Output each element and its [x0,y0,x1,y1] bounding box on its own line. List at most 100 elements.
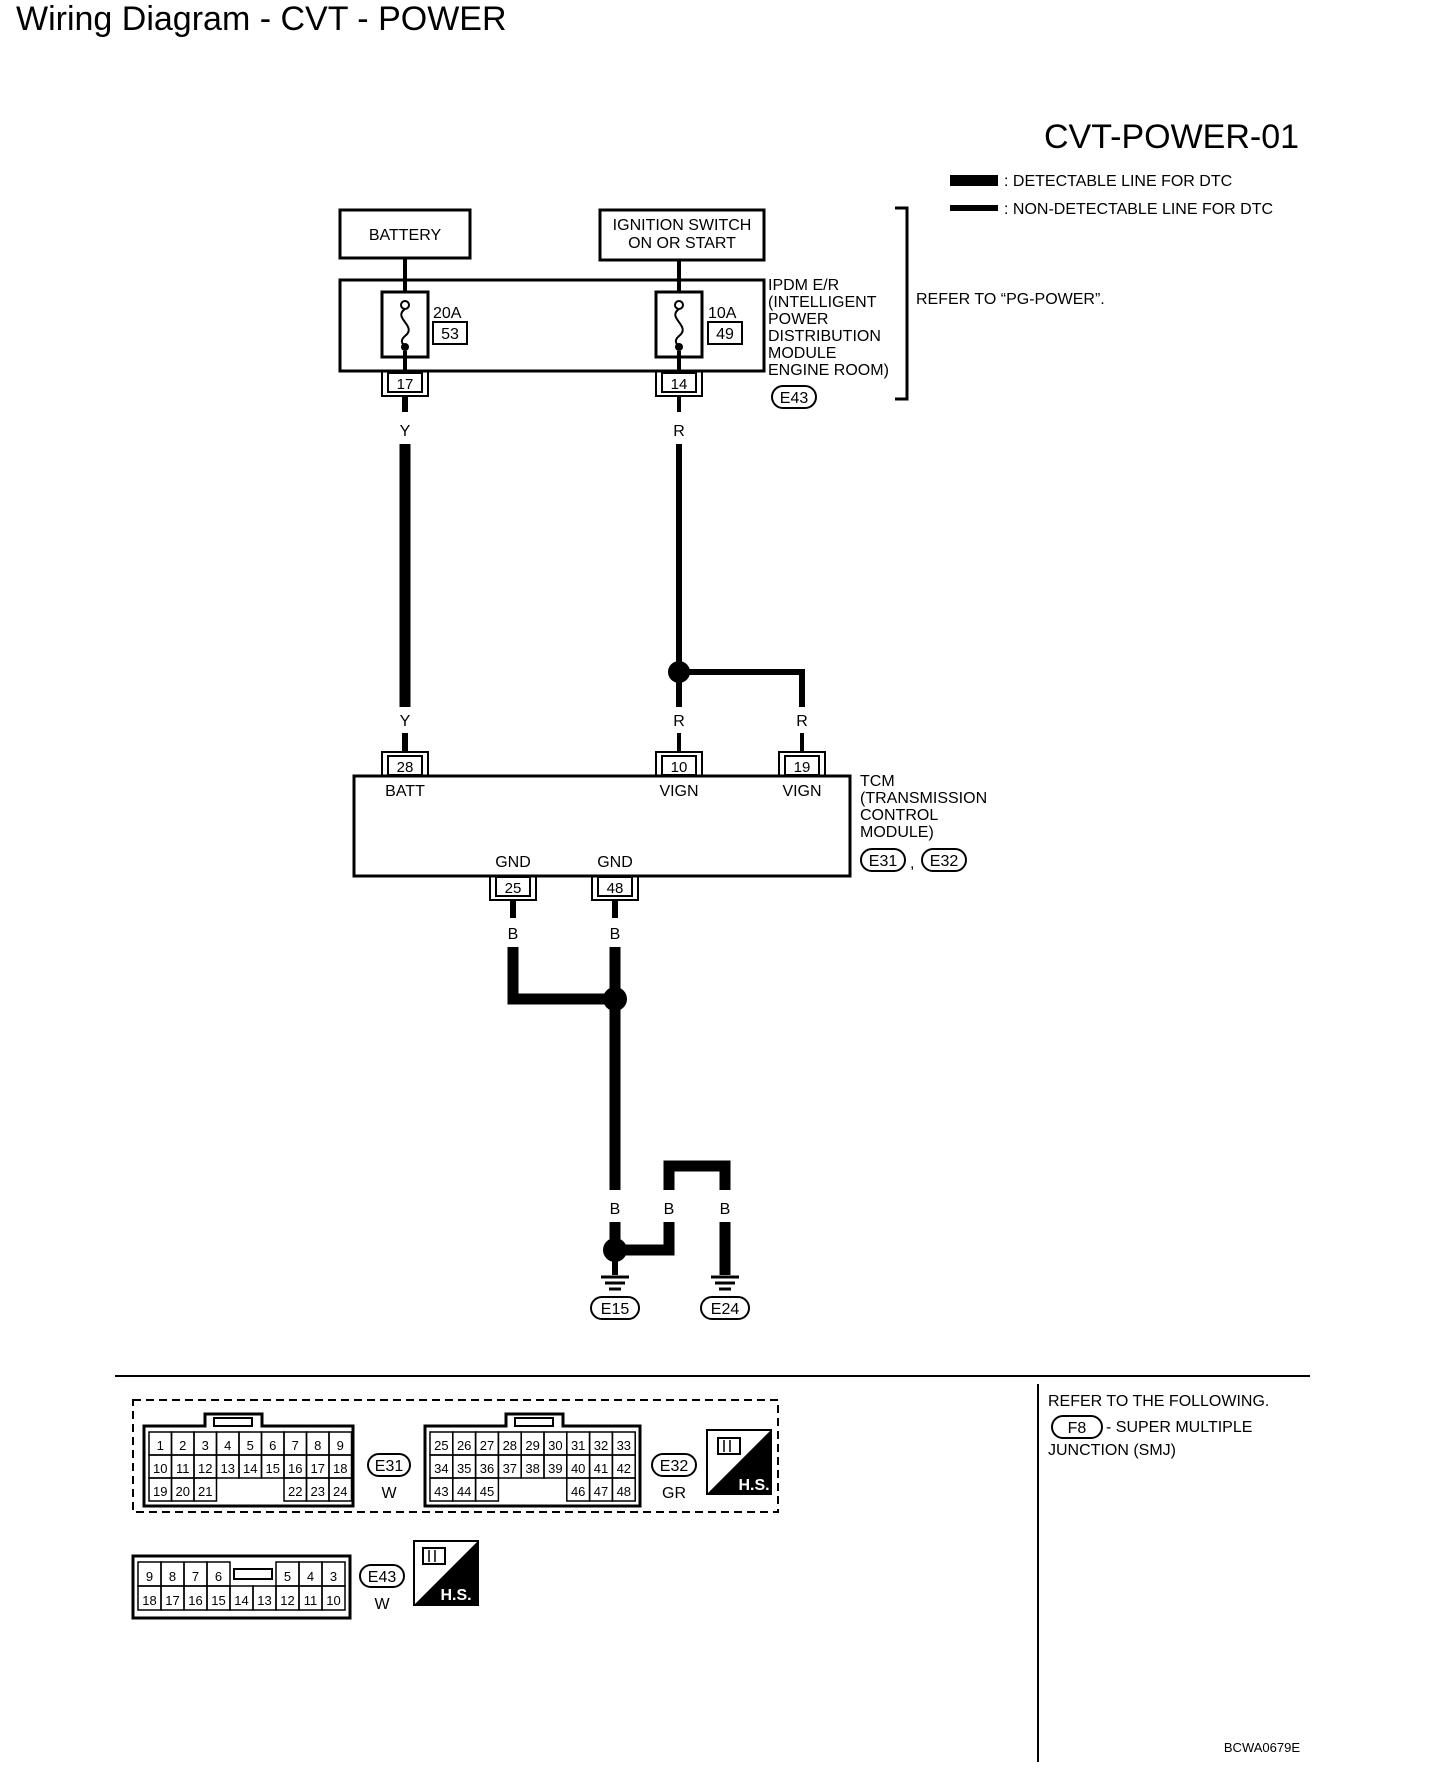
tcm-desc-1: TCM [860,773,895,790]
pin-cell [328,1477,353,1502]
tcm-pin-25-label: 25 [505,880,522,897]
pin-number: 35 [457,1461,471,1476]
ipdm-desc-4: DISTRIBUTION [768,328,881,345]
battery-label: BATTERY [369,227,442,244]
refer-following-line1: REFER TO THE FOLLOWING. [1048,1393,1269,1410]
pin-number: 32 [594,1438,608,1453]
pin-number: 31 [571,1438,585,1453]
pin-cell [611,1477,636,1502]
wire-y-top: Y [400,423,411,440]
pin-number: 20 [176,1484,190,1499]
pin-number: 45 [480,1484,494,1499]
pin-number: 5 [284,1569,291,1584]
pin-number: 26 [457,1438,471,1453]
tcm-pin-48-label: 48 [607,880,624,897]
pin-number: 17 [165,1593,179,1608]
pin-number: 18 [333,1461,347,1476]
e31-badge [367,1453,411,1477]
fuse1-rating: 20A [433,305,462,322]
pin-number: 30 [548,1438,562,1453]
legend: : DETECTABLE LINE FOR DTC : NON-DETECTAB… [950,173,1273,218]
pin-number: 15 [211,1593,225,1608]
tcm-pin-25 [489,876,537,901]
e32-badge [651,1453,697,1477]
pin-number: 16 [288,1461,302,1476]
tcm-connector-separator: , [910,855,914,872]
fuse2-number-box [707,321,743,345]
pin-number: 15 [266,1461,280,1476]
pin-number: 21 [198,1484,212,1499]
tcm-connector2: E32 [930,853,959,870]
ipdm-pin-17-label: 17 [397,376,414,393]
e31-id: E31 [375,1458,404,1475]
footer-code: BCWA0679E [1224,1740,1300,1755]
ipdm-connector: E43 [780,390,809,407]
pin-number: 28 [503,1438,517,1453]
pin-number: 9 [337,1438,344,1453]
pin-number: 10 [153,1461,167,1476]
pin-number: 23 [311,1484,325,1499]
pin-number: 42 [617,1461,631,1476]
ipdm-connector-badge [771,385,817,409]
pin-number: 39 [548,1461,562,1476]
pin-number: 33 [617,1438,631,1453]
ground-e24-badge [700,1296,750,1320]
ipdm-desc-5: MODULE [768,345,836,362]
wire-b-left: B [508,926,519,943]
pin-number: 5 [247,1438,254,1453]
wire-b-right: B [610,926,621,943]
ipdm-desc-1: IPDM E/R [768,277,839,294]
ignition-label-1: IGNITION SWITCH [613,217,752,234]
pin-number: 48 [617,1484,631,1499]
tcm-desc-2: (TRANSMISSION [860,790,987,807]
pin-number: 13 [257,1593,271,1608]
tcm-label-gnd2: GND [597,854,633,871]
wire-r-top: R [673,423,685,440]
pin-number: 12 [198,1461,212,1476]
tcm-connector-group [132,1399,779,1513]
tcm-label-batt: BATT [385,783,425,800]
pin-number: 4 [224,1438,231,1453]
tcm-pin-28-label: 28 [397,759,414,776]
ipdm-desc-3: POWER [768,311,828,328]
e32-id: E32 [660,1458,689,1475]
ipdm-box [338,278,766,373]
fuse1-number-box [432,321,468,345]
ground-e24: E24 [711,1301,740,1318]
pin-number: 4 [307,1569,314,1584]
pin-number: 18 [142,1593,156,1608]
refer-following-line2: - SUPER MULTIPLE [1106,1419,1252,1436]
pin-number: 29 [525,1438,539,1453]
hs-label-2: H.S. [440,1587,471,1604]
pin-number: 40 [571,1461,585,1476]
e43-badge [359,1564,405,1588]
pin-number: 14 [234,1593,248,1608]
pin-number: 38 [525,1461,539,1476]
ignition-switch-box [598,208,766,262]
f8-badge [1051,1415,1103,1439]
ground-symbol-e15 [601,1275,629,1291]
pin-number: 37 [503,1461,517,1476]
wire-r-branch: R [796,713,808,730]
pin-number: 13 [221,1461,235,1476]
ignition-label-2: ON OR START [628,235,736,252]
tcm-connector1-badge [860,848,906,872]
fuse1-number: 53 [441,326,459,343]
tcm-desc-4: MODULE) [860,824,934,841]
pin-number: 2 [179,1438,186,1453]
ground-e15: E15 [601,1301,630,1318]
legend-non-detectable: : NON-DETECTABLE LINE FOR DTC [1004,201,1273,218]
pin-number: 14 [243,1461,257,1476]
pin-number: 24 [333,1484,347,1499]
pin-number: 8 [169,1569,176,1584]
refer-pg-power: REFER TO “PG-POWER”. [916,291,1105,308]
fuse2-number: 49 [716,326,734,343]
non-detectable-line-swatch [950,205,998,211]
pin-number: 6 [215,1569,222,1584]
e31-color: W [381,1485,397,1502]
pin-number: 11 [176,1461,190,1476]
pin-number: 12 [280,1593,294,1608]
pin-number: 43 [434,1484,448,1499]
refer-following-connector: F8 [1068,1420,1087,1437]
